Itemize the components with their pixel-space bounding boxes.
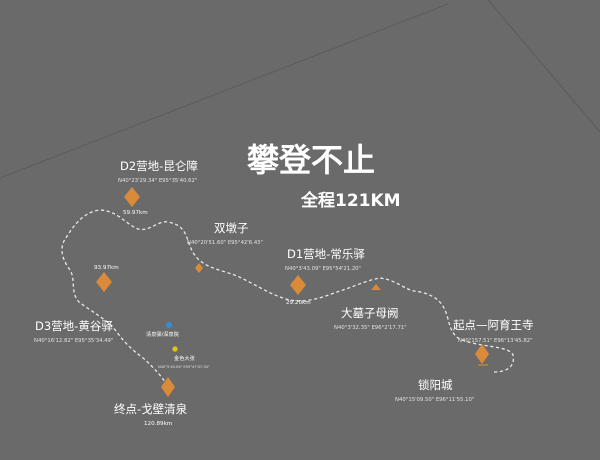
finish-km: 120.89km xyxy=(144,421,172,427)
jinse-poi-label: 金色大张 xyxy=(174,354,196,362)
d1-km: 29.20km xyxy=(286,300,311,306)
suoyang-coord: N40°15'09.50" E96°11'55.10" xyxy=(395,397,474,403)
d1-marker-icon[interactable] xyxy=(290,275,306,295)
suoyang-name: 锁阳城 xyxy=(418,378,453,392)
jinse-poi-coord: N40°5'40.06" E95°47'47.34" xyxy=(158,365,210,369)
d2-marker-icon[interactable] xyxy=(124,187,140,207)
background-line-right xyxy=(487,0,600,133)
d2-km: 59.97km xyxy=(123,210,148,216)
d2-name: D2营地-昆仑障 xyxy=(120,159,198,173)
d1-coord: N40°3'43.09" E95°54'21.20" xyxy=(285,266,361,272)
d3-name: D3营地-黄谷驿 xyxy=(35,319,113,333)
d2-coord: N40°23'29.34" E95°35'40.62" xyxy=(118,178,197,184)
shuangdunzi-marker-icon[interactable] xyxy=(195,263,203,273)
shuangdunzi-name: 双墩子 xyxy=(214,221,249,235)
route-path xyxy=(61,209,515,387)
shuangdunzi-coord: N40°20'51.60" E95°42'6.43" xyxy=(187,240,263,246)
finish-name: 终点-戈壁清泉 xyxy=(114,402,188,416)
start-marker-icon[interactable] xyxy=(475,344,489,366)
jinse-poi-icon[interactable] xyxy=(172,346,178,352)
spring-poi-label: 清泉驿/深泉院 xyxy=(146,330,180,338)
d3-km: 93.97km xyxy=(94,265,119,271)
map-title: 攀登不止 xyxy=(246,141,375,179)
start-name: 起点—阿育王寺 xyxy=(453,318,534,332)
damuzi-name: 大墓子母阙 xyxy=(341,306,399,320)
damuzi-coord: N40°3'32.35" E96°2'17.71" xyxy=(334,325,407,331)
damuzi-marker-icon[interactable] xyxy=(371,284,381,290)
d3-marker-icon[interactable] xyxy=(96,272,112,292)
d3-coord: N40°16'12.82" E95°35'34.49" xyxy=(34,338,113,344)
start-coord: N40°157.51" E96°13'45.82" xyxy=(458,338,533,344)
spring-poi-icon[interactable] xyxy=(166,322,172,328)
map-subtitle: 全程121KM xyxy=(300,190,401,211)
background-line-top xyxy=(0,3,449,179)
d1-name: D1营地-常乐驿 xyxy=(287,247,365,261)
finish-marker-icon[interactable] xyxy=(161,377,175,397)
